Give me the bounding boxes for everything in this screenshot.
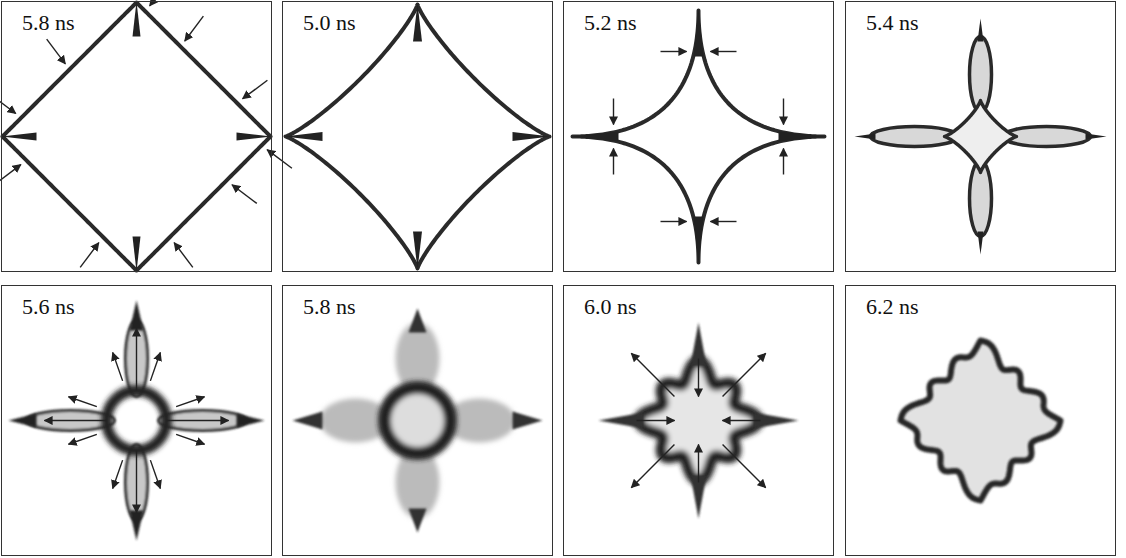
motion-arrow <box>698 445 699 483</box>
motion-arrow <box>631 445 674 488</box>
motion-arrow <box>167 420 229 421</box>
time-panel: 6.0 ns <box>563 285 834 556</box>
motion-arrow <box>176 434 204 444</box>
motion-arrow <box>0 95 16 114</box>
time-label: 5.6 ns <box>20 295 77 319</box>
plasma-lobe <box>159 411 247 431</box>
motion-arrow <box>150 460 160 488</box>
jet-spike <box>9 414 37 428</box>
jet-spike <box>513 412 543 430</box>
motion-arrow <box>69 397 97 407</box>
time-panel: 5.8 ns <box>282 285 553 556</box>
panel-illustration <box>285 4 551 270</box>
jet-spike <box>413 232 422 270</box>
jet-spike <box>409 509 427 533</box>
motion-arrow <box>45 420 107 421</box>
panel-illustration <box>855 19 1107 255</box>
motion-arrow <box>113 460 123 488</box>
time-panel: 5.8 ns <box>1 1 272 272</box>
motion-arrow <box>150 353 160 381</box>
motion-arrow <box>711 51 737 52</box>
jet-spike <box>130 301 144 331</box>
panel-illustration <box>901 341 1061 501</box>
motion-arrow <box>613 99 614 125</box>
time-panel: 5.0 ns <box>282 1 553 272</box>
jet-spike <box>285 132 323 141</box>
motion-arrow <box>267 150 292 169</box>
panel-illustration <box>599 323 799 519</box>
time-label: 6.2 ns <box>864 295 921 319</box>
time-panel: 6.2 ns <box>845 285 1116 556</box>
jet-spike <box>293 412 323 430</box>
jet-spike <box>513 132 551 141</box>
motion-arrow <box>136 329 137 391</box>
time-panel: 5.6 ns <box>1 285 272 556</box>
jet-spike <box>237 414 265 428</box>
time-label: 6.0 ns <box>582 295 639 319</box>
motion-arrow <box>0 165 21 184</box>
time-panel: 5.4 ns <box>845 1 1116 272</box>
stagnation-ring <box>385 388 451 454</box>
jet-spike <box>133 2 141 37</box>
plasma-lobe <box>27 411 115 431</box>
motion-arrow <box>113 353 123 381</box>
jet-spike <box>133 237 141 272</box>
motion-arrow <box>661 221 687 222</box>
motion-arrow <box>80 243 99 268</box>
time-label: 5.8 ns <box>301 295 358 319</box>
time-label: 5.8 ns <box>20 11 77 35</box>
motion-arrow <box>232 185 257 204</box>
motion-arrow <box>637 420 675 421</box>
panel-illustration <box>0 0 292 272</box>
plasma-lobe <box>126 321 148 397</box>
motion-arrow <box>711 221 737 222</box>
jet-spike <box>1086 134 1107 140</box>
motion-arrow <box>136 451 137 513</box>
motion-arrow <box>185 16 204 41</box>
time-label: 5.0 ns <box>301 11 358 35</box>
jet-spike <box>409 309 427 333</box>
motion-arrow <box>176 397 204 407</box>
motion-arrow <box>631 353 674 396</box>
panel-illustration <box>571 9 827 265</box>
jet-spike <box>694 9 704 57</box>
central-core <box>945 101 1017 173</box>
motion-arrow <box>723 445 766 488</box>
jet-spike <box>413 4 422 42</box>
motion-arrow <box>723 420 761 421</box>
jet-spike <box>978 232 984 255</box>
motion-arrow <box>783 149 784 175</box>
motion-arrow <box>613 149 614 175</box>
jet-spike <box>855 134 876 140</box>
stagnation-ring <box>107 391 167 451</box>
jet-spike <box>130 511 144 541</box>
time-label: 5.4 ns <box>864 11 921 35</box>
panel-illustration <box>293 309 543 533</box>
stagnated-plasma <box>901 341 1061 501</box>
motion-arrow <box>47 39 66 64</box>
motion-arrow <box>783 99 784 125</box>
panel-illustration <box>9 301 265 541</box>
plasma-lobe <box>126 445 148 521</box>
jet-spike <box>694 217 704 265</box>
time-label: 5.2 ns <box>582 11 639 35</box>
motion-arrow <box>698 359 699 397</box>
jet-spike <box>571 132 619 142</box>
motion-arrow <box>661 51 687 52</box>
jet-spike <box>978 19 984 42</box>
jet-spike <box>237 133 272 141</box>
motion-arrow <box>243 80 268 99</box>
stagnated-plasma-edge <box>901 341 1061 501</box>
motion-arrow <box>174 243 193 268</box>
jet-spike <box>779 132 827 142</box>
motion-arrow <box>69 434 97 444</box>
imploding-shell <box>3 3 271 271</box>
time-panel: 5.2 ns <box>563 1 834 272</box>
imploding-shell <box>286 5 550 269</box>
jet-spike <box>2 133 37 141</box>
motion-arrow <box>723 353 766 396</box>
